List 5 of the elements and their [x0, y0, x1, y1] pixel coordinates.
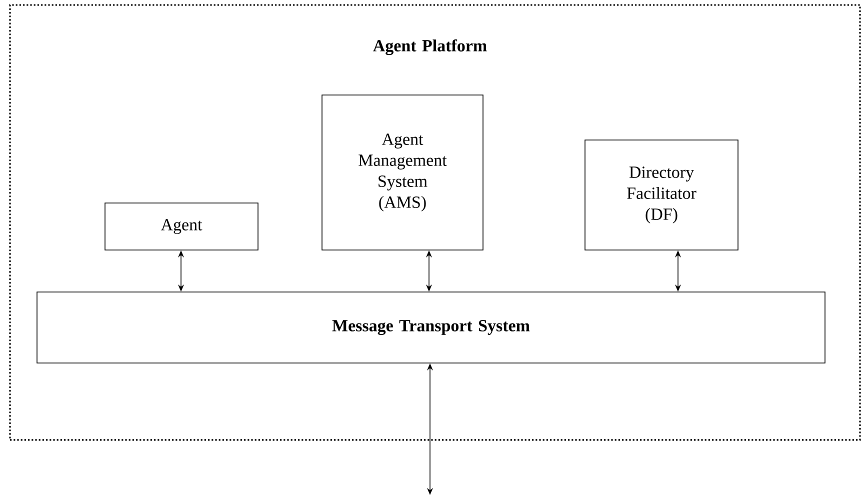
component-box: Agent Management System (AMS) — [322, 94, 484, 250]
component-box: Message Transport System — [36, 292, 826, 364]
component-box: Directory Facilitator (DF) — [584, 140, 738, 250]
frame-title: Agent Platform — [373, 39, 487, 56]
component-box: Agent — [104, 202, 258, 250]
